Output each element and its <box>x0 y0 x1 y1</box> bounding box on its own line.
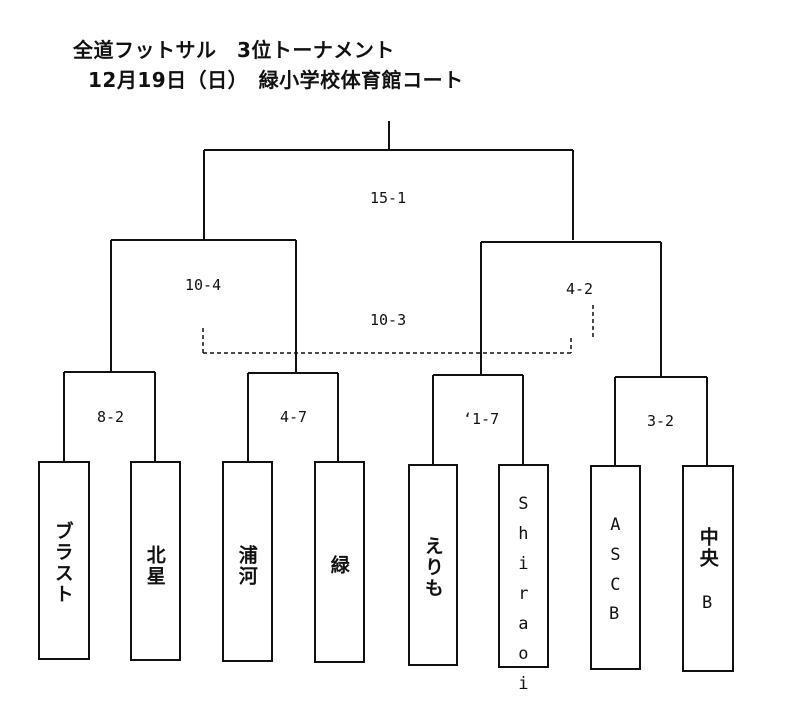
team-name-line1: ASC <box>605 515 626 605</box>
score-final: 15-1 <box>370 189 407 207</box>
team-box-shiraoi: Shiraoi <box>498 464 549 704</box>
score-third-place: 10-3 <box>370 311 407 329</box>
team-name: 緑 <box>327 555 350 576</box>
team-name: ブラスト <box>51 521 74 605</box>
team-box-blast: ブラスト <box>38 461 90 660</box>
team-box-hokusei: 北星 <box>130 461 181 661</box>
team-name: 北星 <box>143 545 166 587</box>
team-box-chuo-b: 中央 B <box>682 465 734 672</box>
team-name-line2: B <box>609 604 620 624</box>
team-name: 浦河 <box>235 545 258 587</box>
tournament-title: 全道フットサル 3位トーナメント <box>73 38 395 62</box>
team-box-erimo: えりも <box>408 464 458 666</box>
team-box-asc-b: ASC B <box>590 465 641 670</box>
team-name-line1: 中央 <box>696 527 719 569</box>
score-semi-left: 10-4 <box>185 276 222 294</box>
score-semi-right: 4-2 <box>566 280 594 298</box>
score-qf1: 8-2 <box>97 408 125 426</box>
team-box-urakawa: 浦河 <box>222 461 273 662</box>
score-qf4: 3-2 <box>647 412 675 430</box>
team-box-midori: 緑 <box>314 461 365 663</box>
team-name: えりも <box>421 536 444 599</box>
team-name: Shiraoi <box>513 494 534 704</box>
score-qf3: ‘1-7 <box>463 410 500 428</box>
tournament-date-venue: 12月19日（日） 緑小学校体育館コート <box>88 68 464 92</box>
score-qf2: 4-7 <box>280 408 308 426</box>
team-name-line2: B <box>702 593 713 613</box>
